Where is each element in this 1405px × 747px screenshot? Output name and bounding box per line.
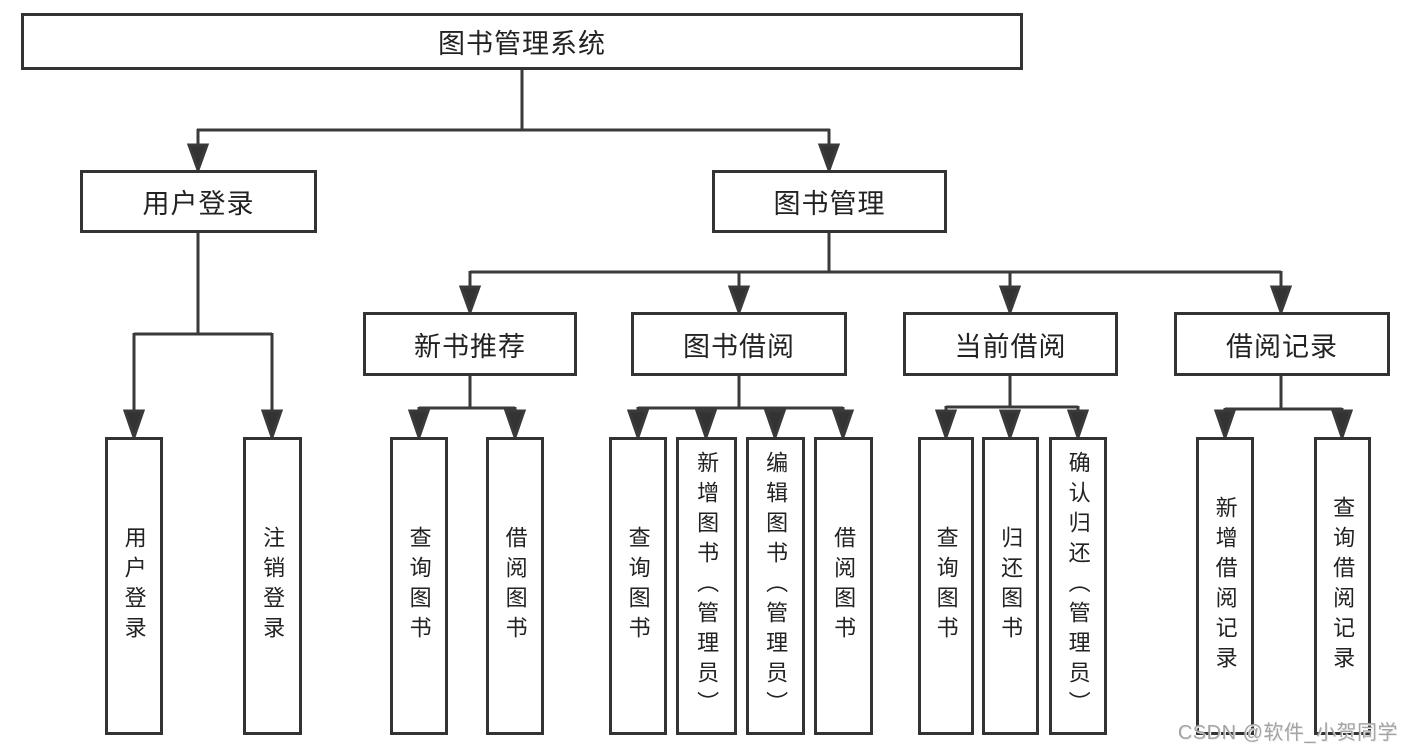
leaf-label: 借阅图书 <box>502 526 528 646</box>
leaf-label: 查询借阅记录 <box>1330 496 1356 676</box>
leaf-query-books-borrow: 查询图书 <box>609 437 667 735</box>
node-label: 图书借阅 <box>683 331 795 362</box>
leaf-label: 查询图书 <box>625 526 651 646</box>
leaf-confirm-return-admin: 确认归还（管理员） <box>1049 437 1107 735</box>
connector-book-borrow <box>626 376 855 442</box>
node-borrow-records: 借阅记录 <box>1174 312 1390 376</box>
node-library-system: 图书管理系统 <box>21 13 1023 70</box>
node-label: 用户登录 <box>142 189 255 219</box>
node-user-login: 用户登录 <box>80 170 317 233</box>
connector-new-book-recommend <box>407 376 527 442</box>
leaf-add-borrow-record: 新增借阅记录 <box>1196 437 1254 735</box>
node-label: 图书管理 <box>773 189 886 219</box>
connector-root <box>186 70 841 175</box>
leaf-label: 归还图书 <box>998 526 1024 646</box>
leaf-user-login: 用户登录 <box>105 437 163 735</box>
node-new-book-recommend: 新书推荐 <box>363 312 577 376</box>
leaf-return-book: 归还图书 <box>982 437 1039 735</box>
connector-borrow-records <box>1213 376 1354 442</box>
node-label: 当前借阅 <box>954 331 1067 362</box>
leaf-label: 用户登录 <box>121 526 147 646</box>
node-current-borrow: 当前借阅 <box>903 312 1118 376</box>
leaf-label: 借阅图书 <box>831 526 857 646</box>
leaf-label: 新增图书（管理员） <box>694 451 720 721</box>
leaf-label: 确认归还（管理员） <box>1065 451 1091 721</box>
leaf-query-books-recommend: 查询图书 <box>390 437 448 735</box>
leaf-label: 查询图书 <box>933 526 959 646</box>
connector-current-borrow <box>934 376 1090 442</box>
node-label: 新书推荐 <box>414 331 526 362</box>
node-book-borrow: 图书借阅 <box>631 312 847 376</box>
connector-user-login <box>122 233 284 442</box>
leaf-query-borrow-record: 查询借阅记录 <box>1314 437 1371 735</box>
node-label: 图书管理系统 <box>438 29 606 59</box>
leaf-borrow-books: 借阅图书 <box>814 437 873 735</box>
node-book-management: 图书管理 <box>712 170 947 233</box>
watermark-text: CSDN @软件_小贺同学 <box>1177 722 1398 744</box>
leaf-label: 编辑图书（管理员） <box>763 451 789 721</box>
connector-book-management <box>458 233 1293 317</box>
leaf-label: 新增借阅记录 <box>1212 496 1238 676</box>
leaf-logout: 注销登录 <box>243 437 302 735</box>
leaf-label: 查询图书 <box>406 526 432 646</box>
leaf-label: 注销登录 <box>260 526 286 646</box>
leaf-edit-book-admin: 编辑图书（管理员） <box>746 437 805 735</box>
leaf-add-book-admin: 新增图书（管理员） <box>676 437 737 735</box>
leaf-query-books-current: 查询图书 <box>918 437 974 735</box>
node-label: 借阅记录 <box>1226 331 1338 362</box>
leaf-borrow-books-recommend: 借阅图书 <box>486 437 544 735</box>
